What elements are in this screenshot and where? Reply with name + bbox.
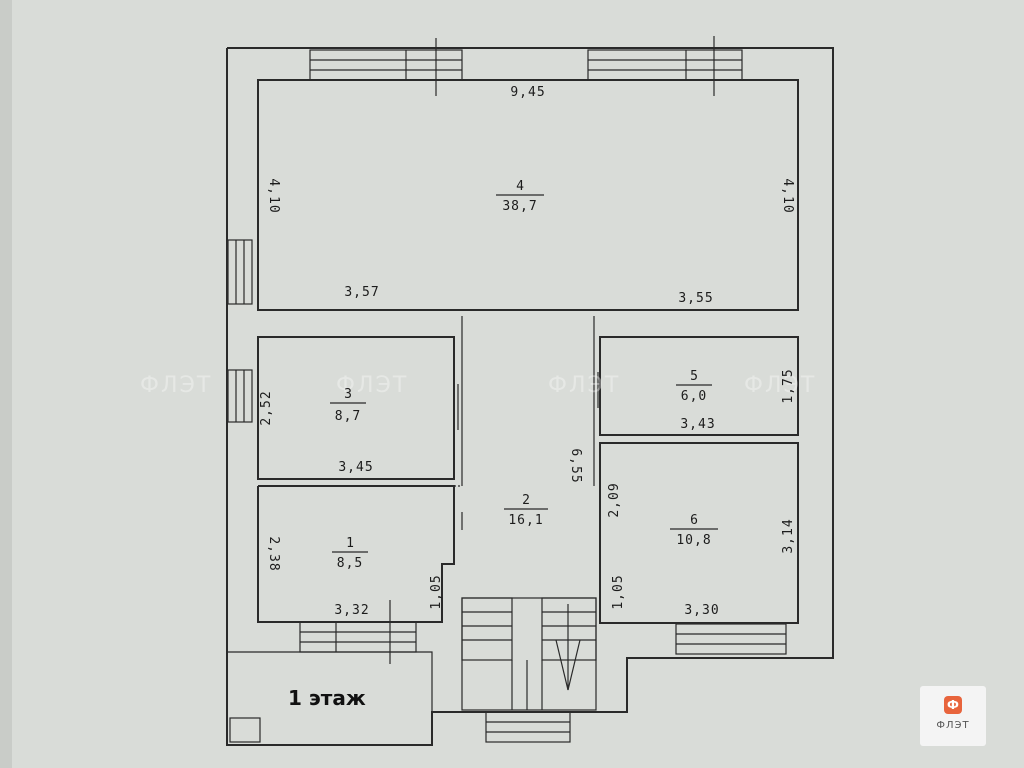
watermark: ФЛЭТ ФЛЭТ ФЛЭТ ФЛЭТ bbox=[140, 373, 816, 398]
room-label-1: 1 8,5 bbox=[332, 536, 368, 571]
top-windows bbox=[309, 36, 743, 96]
svg-text:ФЛЭТ: ФЛЭТ bbox=[140, 373, 212, 398]
flat-logo: Ф ФЛЭТ bbox=[920, 686, 986, 746]
dim-room6-left: 2,09 bbox=[607, 482, 622, 517]
room-area: 6,0 bbox=[681, 389, 707, 404]
svg-text:ФЛЭТ: ФЛЭТ bbox=[336, 373, 408, 398]
svg-text:ФЛЭТ: ФЛЭТ bbox=[548, 373, 620, 398]
left-windows bbox=[227, 239, 253, 423]
staircase bbox=[461, 597, 597, 743]
dim-room4-top: 9,45 bbox=[510, 85, 545, 100]
room-area: 8,7 bbox=[335, 409, 361, 424]
porch-step bbox=[229, 717, 261, 743]
dim-room5-right: 1,75 bbox=[781, 368, 796, 403]
room-area: 8,5 bbox=[337, 556, 363, 571]
room-3 bbox=[257, 336, 455, 480]
room-4 bbox=[257, 79, 799, 311]
room-1-window bbox=[299, 621, 417, 653]
logo-icon: Ф bbox=[944, 696, 962, 714]
dim-room6-right: 3,14 bbox=[781, 518, 796, 553]
room-label-3: 3 8,7 bbox=[330, 387, 366, 424]
room-5 bbox=[599, 336, 799, 436]
room-number: 6 bbox=[690, 513, 698, 528]
dim-room3-bottom: 3,45 bbox=[338, 460, 373, 475]
room-6-window bbox=[675, 623, 787, 655]
room-1 bbox=[257, 485, 455, 623]
room-area: 38,7 bbox=[502, 199, 537, 214]
dim-room5-bottom: 3,43 bbox=[680, 417, 715, 432]
room-area: 16,1 bbox=[508, 513, 543, 528]
dim-room6-bottom: 3,30 bbox=[684, 603, 719, 618]
room-6 bbox=[599, 442, 799, 624]
room-label-4: 4 38,7 bbox=[496, 179, 544, 214]
logo-text: ФЛЭТ bbox=[936, 720, 970, 731]
svg-text:ФЛЭТ: ФЛЭТ bbox=[744, 373, 816, 398]
outer-walls bbox=[226, 47, 834, 746]
room-label-5: 5 6,0 bbox=[676, 369, 712, 404]
dim-hall-height: 6,55 bbox=[568, 448, 583, 483]
paper-edge bbox=[0, 0, 12, 768]
room-number: 4 bbox=[516, 179, 524, 194]
room-area: 10,8 bbox=[676, 533, 711, 548]
room-number: 3 bbox=[344, 387, 352, 402]
dim-room1-left: 2,38 bbox=[266, 536, 281, 571]
floor-label: 1 этаж bbox=[288, 686, 366, 710]
dim-room4-bottom-right: 3,55 bbox=[678, 291, 713, 306]
dim-room1-bottom: 3,32 bbox=[334, 603, 369, 618]
dim-room4-bottom-left: 3,57 bbox=[344, 285, 379, 300]
room-number: 2 bbox=[522, 493, 530, 508]
room-label-6: 6 10,8 bbox=[670, 513, 718, 548]
dim-room4-right: 4,10 bbox=[780, 178, 795, 213]
dim-room4-left: 4,10 bbox=[266, 178, 281, 213]
dim-room6-door: 1,05 bbox=[611, 574, 626, 609]
room-label-2: 2 16,1 bbox=[504, 493, 548, 528]
dim-room1-door: 1,05 bbox=[429, 574, 444, 609]
room-number: 5 bbox=[690, 369, 698, 384]
room-number: 1 bbox=[346, 536, 354, 551]
dim-room3-left: 2,52 bbox=[259, 390, 274, 425]
